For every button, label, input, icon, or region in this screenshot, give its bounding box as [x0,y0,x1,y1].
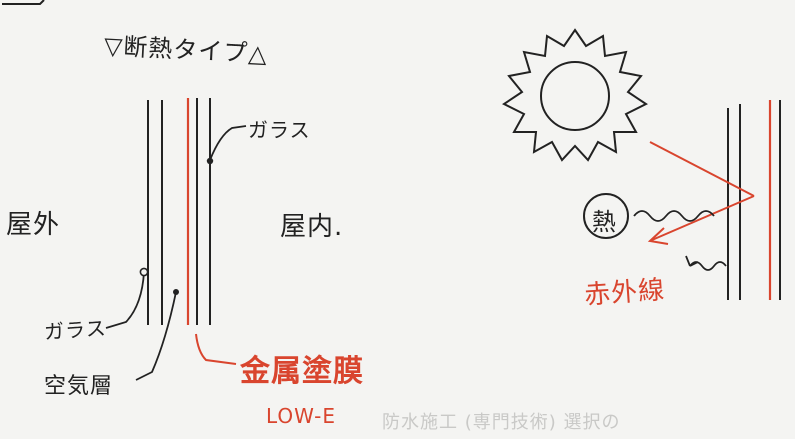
air-layer-dot [173,289,179,295]
sun-core [540,61,610,131]
glass-bottom-leader [105,271,145,329]
coating-sublabel: LOW-E [266,404,336,428]
infrared-reflect [651,195,755,241]
indoor-label: 屋内. [280,212,344,242]
glass-bottom-dot [139,267,149,277]
glass-bottom-label: ガラス [43,315,108,345]
infrared-label: 赤外線 [583,275,667,311]
glass-top-dot [206,157,214,165]
outdoor-label: 屋外 [6,210,61,240]
heat-label: 熱 [592,208,617,236]
heat-arrowhead [685,255,699,267]
coating-label: 金属塗膜 [240,354,364,389]
corner-scribble [2,0,45,5]
glass-top-label: ガラス [248,118,311,142]
glass-top-leader [209,125,247,161]
heat-squiggle-1 [633,210,715,222]
air-layer-label: 空気層 [44,374,114,399]
heat-circle [583,193,629,239]
air-layer-leader [135,291,177,381]
sun-rays [502,28,648,162]
coating-leader [195,333,237,365]
faint-background-text: 防水施工 (専門技術) 選択の [382,412,621,433]
infrared-arrowhead [647,227,669,245]
sun-ray-in [649,141,755,197]
